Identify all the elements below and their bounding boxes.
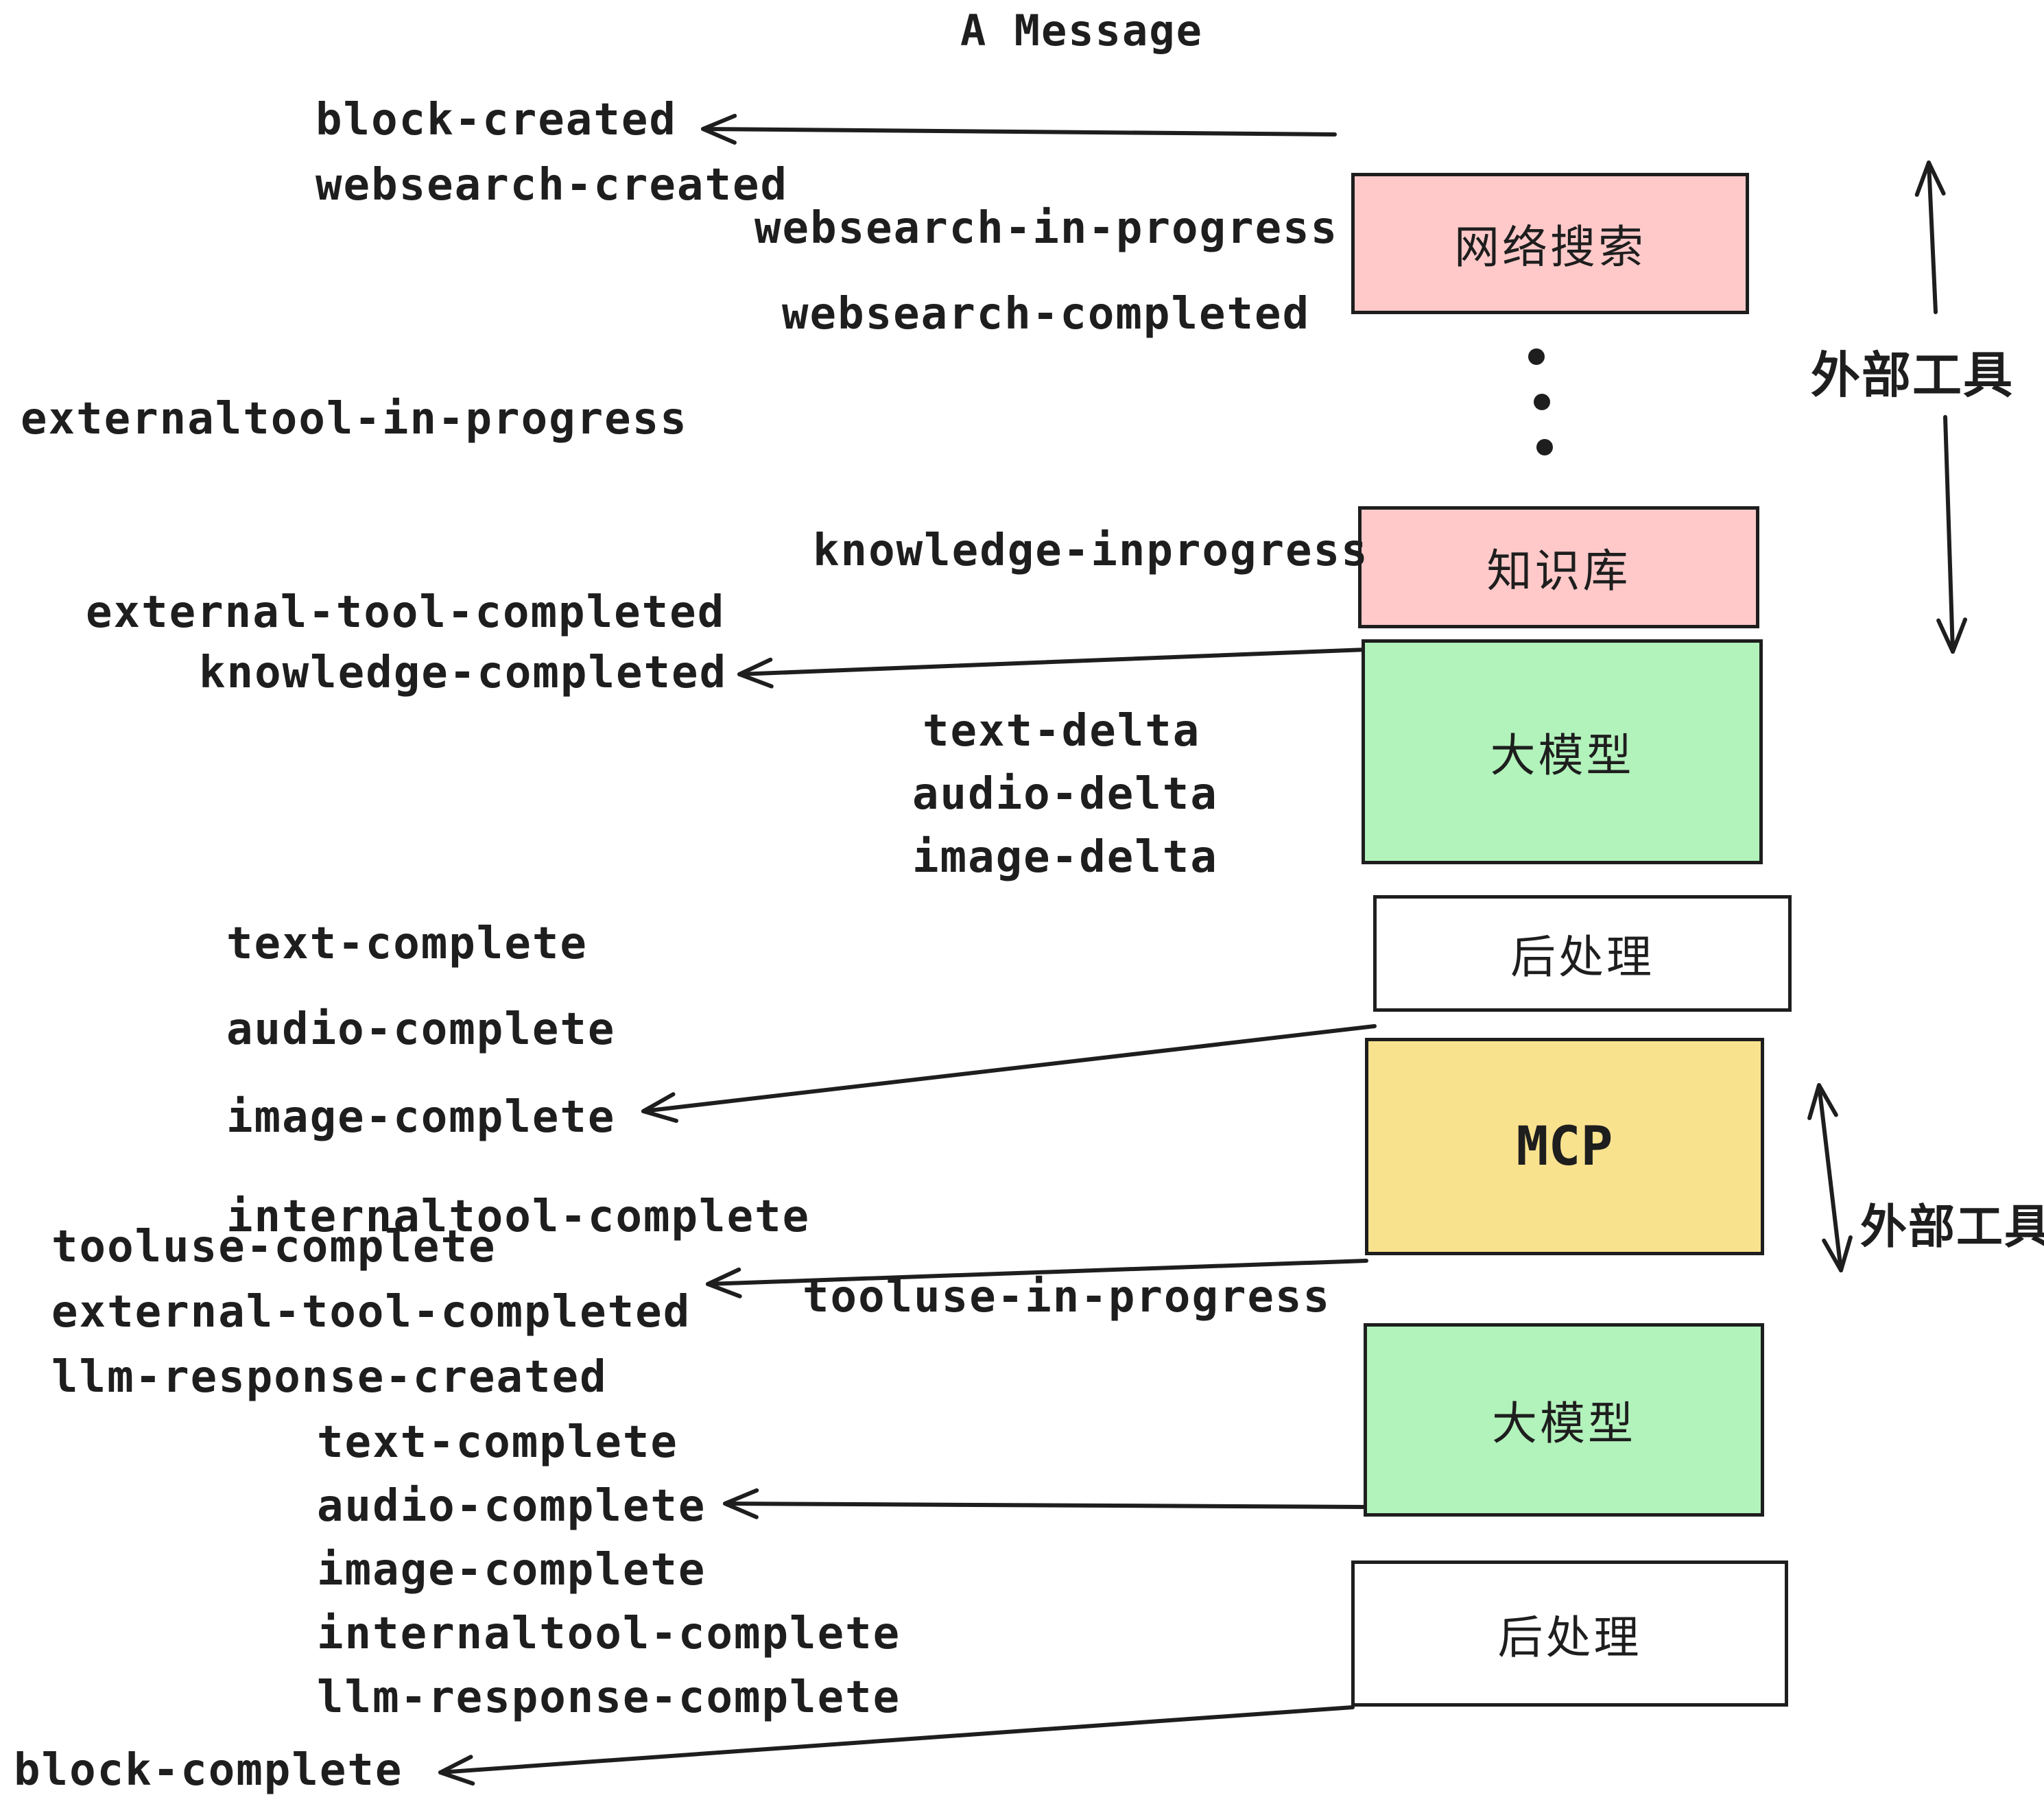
event-block-created-0: block-created: [316, 95, 677, 145]
event-tooluse-in-progress-15: tooluse-in-progress: [803, 1272, 1331, 1322]
event-audio-complete-20: audio-complete: [317, 1481, 706, 1532]
arrow-exttool1-down: [1936, 415, 1967, 654]
event-image-complete-13: image-complete: [226, 1092, 616, 1143]
post-box-1-label: 后处理: [1510, 931, 1654, 982]
event-image-delta-10: image-delta: [912, 832, 1218, 883]
llm-box-2-label: 大模型: [1492, 1398, 1636, 1449]
diagram-title: A Message: [960, 5, 1203, 56]
arrow-internal-complete: [641, 1024, 1377, 1123]
ellipsis-dot-1: [1528, 348, 1545, 365]
event-image-complete-21: image-complete: [317, 1545, 706, 1595]
arrow-knowledge-completed: [737, 648, 1368, 689]
mcp-box-label: MCP: [1516, 1115, 1613, 1178]
event-external-tool-completed-6: external-tool-completed: [86, 587, 726, 638]
event-text-delta-8: text-delta: [923, 706, 1201, 757]
event-internaltool-complete-22: internaltool-complete: [317, 1609, 901, 1659]
event-llm-response-complete-23: llm-response-complete: [317, 1672, 901, 1723]
event-audio-delta-9: audio-delta: [912, 769, 1218, 820]
event-websearch-completed-3: websearch-completed: [782, 289, 1311, 340]
event-tooluse-complete-16: tooluse-complete: [51, 1222, 497, 1272]
post-box-2: 后处理: [1351, 1560, 1788, 1707]
event-block-complete-24: block-complete: [14, 1745, 403, 1796]
event-websearch-created-1: websearch-created: [316, 160, 789, 211]
event-internaltool-complete-14: internaltool-complete: [226, 1191, 811, 1242]
llm-box-1-label: 大模型: [1490, 730, 1635, 781]
websearch-box-label: 网络搜索: [1454, 222, 1646, 272]
mcp-box: MCP: [1365, 1038, 1764, 1255]
post-box-2-label: 后处理: [1497, 1611, 1642, 1663]
event-text-complete-19: text-complete: [317, 1417, 678, 1468]
post-box-1: 后处理: [1373, 895, 1792, 1012]
arrow-websearch-events: [701, 113, 1337, 145]
external-tools-label-1: 外部工具: [1811, 348, 2015, 403]
llm-box-1: 大模型: [1362, 639, 1763, 864]
llm-box-2: 大模型: [1364, 1323, 1764, 1517]
knowledge-box: 知识库: [1358, 506, 1759, 628]
event-externaltool-in-progress-4: externaltool-in-progress: [21, 394, 688, 444]
ellipsis-dot-3: [1536, 439, 1553, 455]
websearch-box: 网络搜索: [1351, 173, 1749, 314]
knowledge-box-label: 知识库: [1486, 545, 1631, 596]
event-audio-complete-12: audio-complete: [226, 1004, 616, 1055]
event-knowledge-completed-7: knowledge-completed: [199, 648, 728, 698]
event-llm-response-created-18: llm-response-created: [51, 1352, 608, 1403]
event-external-tool-completed-17: external-tool-completed: [51, 1287, 691, 1338]
external-tools-label-2: 外部工具: [1860, 1201, 2044, 1253]
arrow-exttool1-up: [1914, 161, 1946, 314]
arrow-llm2-complete: [723, 1488, 1368, 1519]
event-knowledge-inprogress-5: knowledge-inprogress: [813, 525, 1369, 576]
ellipsis-dot-2: [1534, 394, 1550, 410]
event-text-complete-11: text-complete: [226, 918, 588, 969]
arrow-exttool2-double: [1807, 1083, 1853, 1272]
event-websearch-in-progress-2: websearch-in-progress: [754, 203, 1339, 254]
